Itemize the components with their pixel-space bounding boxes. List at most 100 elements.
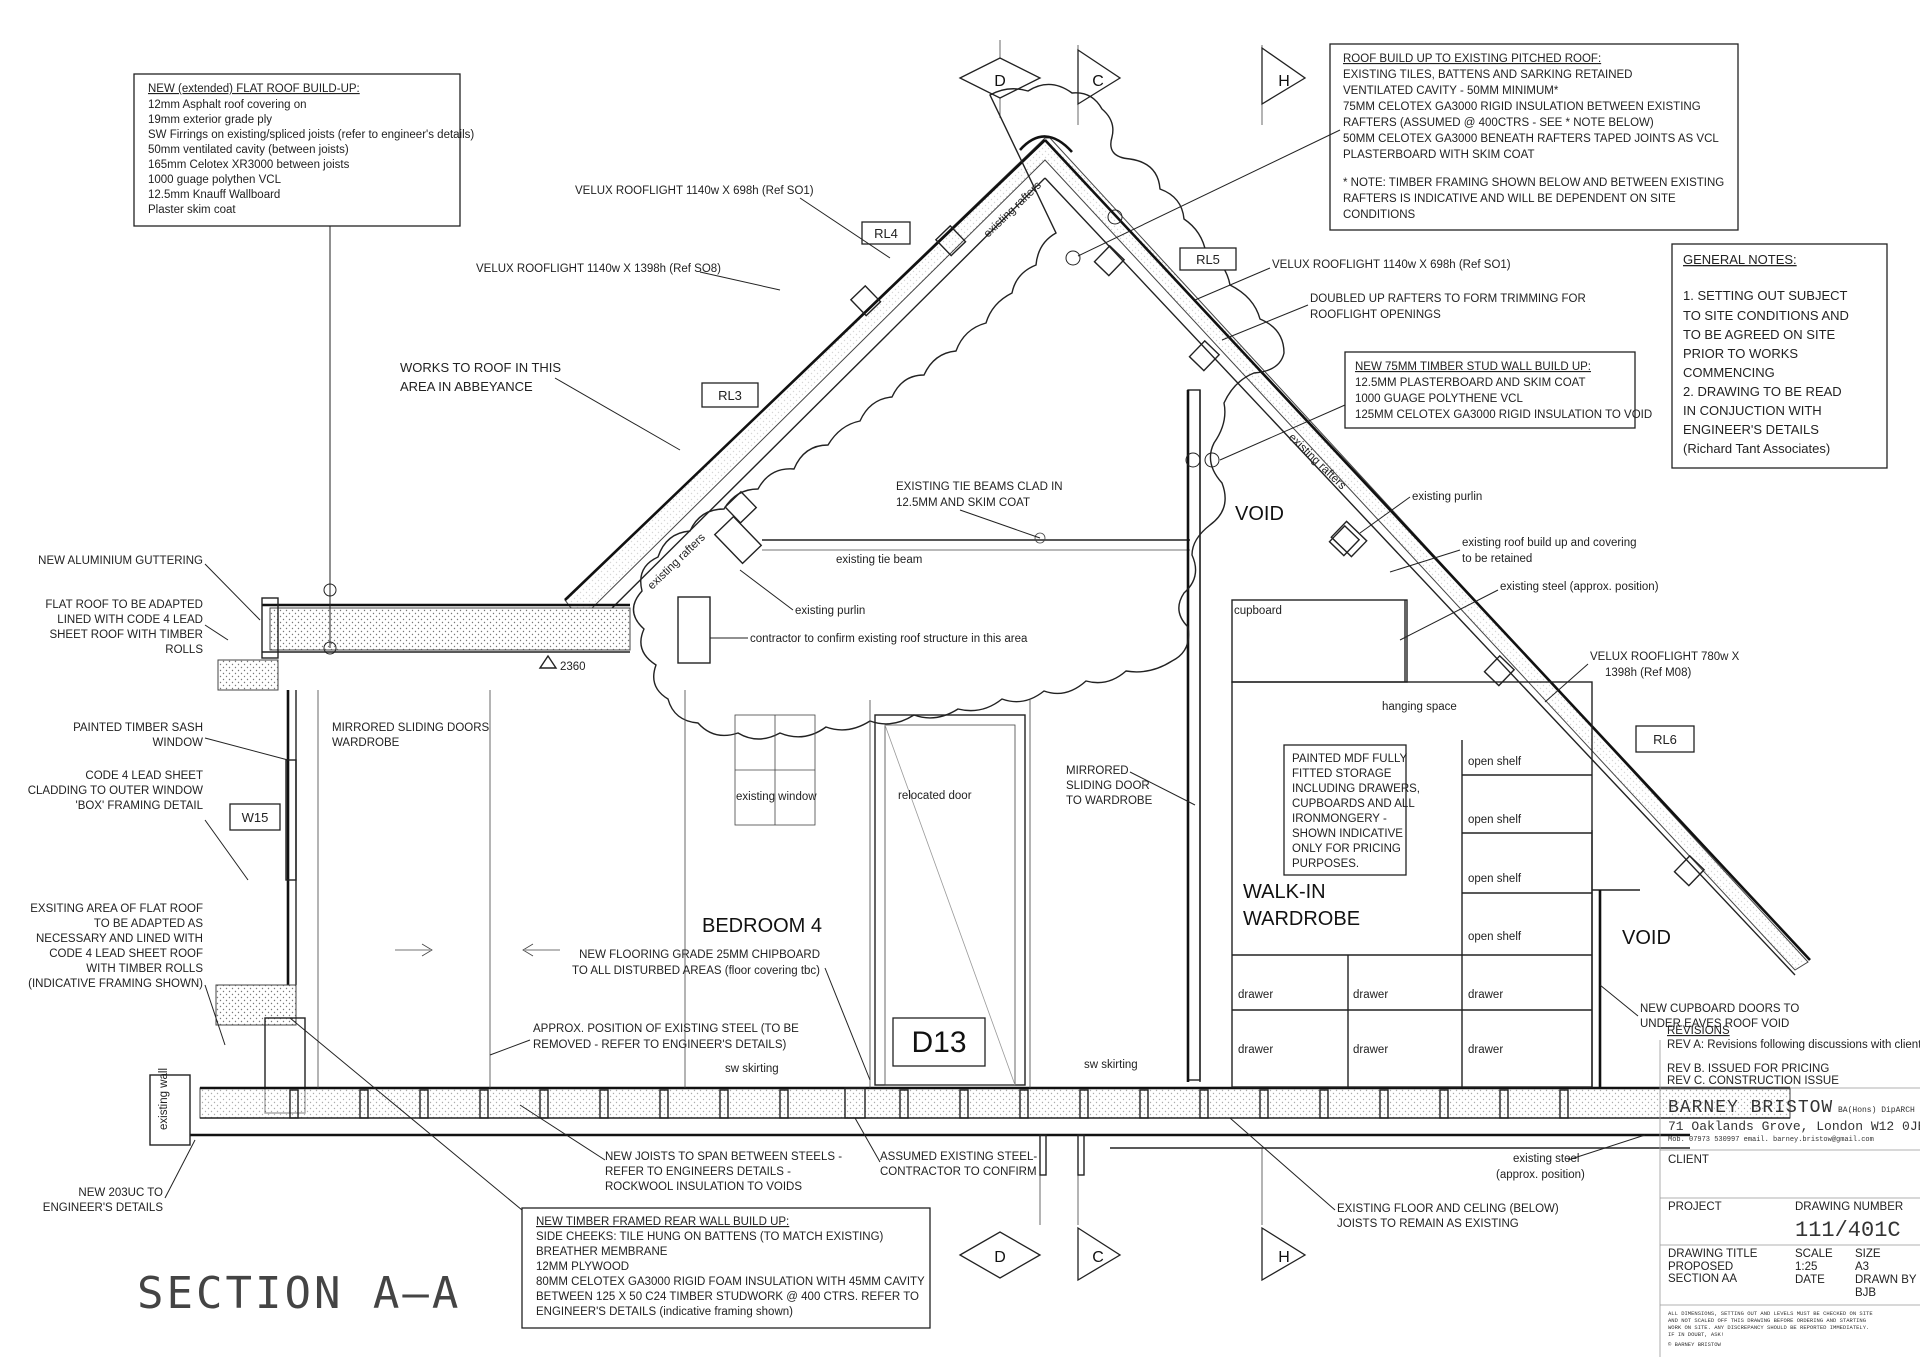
section-marker-h-bottom: H: [1261, 1148, 1307, 1282]
svg-text:© BARNEY BRISTOW: © BARNEY BRISTOW: [1668, 1341, 1722, 1348]
svg-text:contractor to confirm existing: contractor to confirm existing roof stru…: [750, 633, 1028, 645]
svg-text:VENTILATED CAVITY - 50MM MINIM: VENTILATED CAVITY - 50MM MINIMUM*: [1343, 85, 1559, 97]
svg-text:REV B. ISSUED FOR PRICING: REV B. ISSUED FOR PRICING: [1667, 1063, 1829, 1075]
svg-text:DATE: DATE: [1795, 1274, 1825, 1286]
svg-text:ROOFLIGHT OPENINGS: ROOFLIGHT OPENINGS: [1310, 309, 1441, 321]
svg-text:BA(Hons) DipARCH: BA(Hons) DipARCH: [1838, 1106, 1915, 1115]
svg-text:MIRRORED SLIDING DOORS: MIRRORED SLIDING DOORS: [332, 722, 490, 734]
svg-text:Plaster skim coat: Plaster skim coat: [148, 204, 236, 216]
svg-text:RL6: RL6: [1653, 732, 1677, 747]
svg-text:EXISTING TILES, BATTENS AND SA: EXISTING TILES, BATTENS AND SARKING RETA…: [1343, 69, 1632, 81]
svg-text:D: D: [994, 73, 1006, 90]
svg-text:existing purlin: existing purlin: [1412, 491, 1482, 503]
svg-text:open shelf: open shelf: [1468, 756, 1522, 768]
svg-text:sw skirting: sw skirting: [1084, 1059, 1138, 1071]
flat-roof: [217, 597, 631, 691]
svg-text:WORK ON SITE. ANY DISCREPANCY: WORK ON SITE. ANY DISCREPANCY SHOULD BE …: [1668, 1324, 1869, 1331]
svg-text:RL4: RL4: [874, 226, 898, 241]
svg-text:12.5MM PLASTERBOARD AND SKIM C: 12.5MM PLASTERBOARD AND SKIM COAT: [1355, 377, 1585, 389]
svg-text:(INDICATIVE FRAMING SHOWN): (INDICATIVE FRAMING SHOWN): [28, 978, 203, 990]
svg-text:NEW FLOORING GRADE 25MM CHIPBO: NEW FLOORING GRADE 25MM CHIPBOARD: [579, 949, 820, 961]
svg-text:SW Firrings on existing/splice: SW Firrings on existing/spliced joists (…: [148, 129, 474, 141]
svg-text:NEW 75MM TIMBER STUD WALL BUIL: NEW 75MM TIMBER STUD WALL BUILD UP:: [1355, 361, 1591, 373]
svg-text:TO BE ADAPTED AS: TO BE ADAPTED AS: [94, 918, 203, 930]
svg-text:GENERAL NOTES:: GENERAL NOTES:: [1683, 252, 1797, 267]
svg-text:existing window: existing window: [736, 791, 817, 803]
svg-text:open shelf: open shelf: [1468, 873, 1522, 885]
svg-text:71 Oaklands Grove, London W12: 71 Oaklands Grove, London W12 0JE: [1668, 1119, 1920, 1134]
section-marker-h-top: H: [1261, 45, 1307, 125]
svg-text:W15: W15: [242, 810, 269, 825]
svg-text:H: H: [1278, 1249, 1290, 1266]
svg-text:ROCKWOOL INSULATION TO VOIDS: ROCKWOOL INSULATION TO VOIDS: [605, 1181, 802, 1193]
svg-text:ENGINEER'S DETAILS: ENGINEER'S DETAILS: [43, 1202, 164, 1214]
svg-text:PAINTED MDF FULLY: PAINTED MDF FULLY: [1292, 753, 1408, 765]
svg-text:PROPOSED: PROPOSED: [1668, 1261, 1733, 1273]
svg-text:2. DRAWING TO BE READ: 2. DRAWING TO BE READ: [1683, 384, 1842, 399]
svg-text:NEW (extended) FLAT ROOF BUILD: NEW (extended) FLAT ROOF BUILD-UP:: [148, 83, 360, 95]
svg-text:REV A: Revisions following di: REV A: Revisions following discussions w…: [1667, 1039, 1920, 1051]
svg-text:TO ALL DISTURBED AREAS (floor: TO ALL DISTURBED AREAS (floor covering t…: [572, 965, 820, 977]
svg-text:existing steel: existing steel: [1513, 1153, 1579, 1165]
svg-text:IF IN DOUBT, ASK!: IF IN DOUBT, ASK!: [1668, 1331, 1724, 1338]
svg-text:CONTRACTOR TO CONFIRM: CONTRACTOR TO CONFIRM: [880, 1166, 1037, 1178]
svg-text:NEW CUPBOARD DOORS TO: NEW CUPBOARD DOORS TO: [1640, 1003, 1799, 1015]
svg-text:PAINTED TIMBER SASH: PAINTED TIMBER SASH: [73, 722, 203, 734]
svg-text:ENGINEER'S DETAILS: ENGINEER'S DETAILS: [1683, 422, 1819, 437]
svg-text:FITTED STORAGE: FITTED STORAGE: [1292, 768, 1392, 780]
svg-text:50mm ventilated cavity (betwee: 50mm ventilated cavity (between joists): [148, 144, 349, 156]
svg-text:CLIENT: CLIENT: [1668, 1154, 1709, 1166]
floor-joists: [289, 1087, 1569, 1119]
svg-text:COMMENCING: COMMENCING: [1683, 365, 1775, 380]
tag-w15: W15: [229, 803, 281, 831]
svg-text:CODE 4 LEAD SHEET: CODE 4 LEAD SHEET: [85, 770, 203, 782]
tag-rl6: RL6: [1635, 725, 1695, 753]
svg-text:open shelf: open shelf: [1468, 931, 1522, 943]
svg-text:12.5MM AND SKIM COAT: 12.5MM AND SKIM COAT: [896, 497, 1030, 509]
svg-text:VELUX ROOFLIGHT 1140w X 1398h: VELUX ROOFLIGHT 1140w X 1398h (Ref SO8): [476, 263, 721, 275]
svg-text:NEW JOISTS TO SPAN BETWEEN STE: NEW JOISTS TO SPAN BETWEEN STEELS -: [605, 1151, 842, 1163]
svg-text:DRAWING NUMBER: DRAWING NUMBER: [1795, 1201, 1903, 1213]
svg-text:50MM CELOTEX GA3000 BENEATH RA: 50MM CELOTEX GA3000 BENEATH RAFTERS TAPE…: [1343, 133, 1719, 145]
svg-text:relocated door: relocated door: [898, 790, 972, 802]
svg-text:165mm Celotex XR3000 between j: 165mm Celotex XR3000 between joists: [148, 159, 350, 171]
note-storage: PAINTED MDF FULLY FITTED STORAGE INCLUDI…: [1283, 744, 1420, 876]
svg-text:A3: A3: [1855, 1261, 1869, 1273]
svg-text:sw skirting: sw skirting: [725, 1063, 779, 1075]
svg-text:RL3: RL3: [718, 388, 742, 403]
svg-text:drawer: drawer: [1353, 1044, 1388, 1056]
svg-text:ENGINEER'S DETAILS (indicative: ENGINEER'S DETAILS (indicative framing s…: [536, 1306, 793, 1318]
tag-rl4: RL4: [861, 221, 911, 245]
svg-text:LINED WITH CODE 4 LEAD: LINED WITH CODE 4 LEAD: [57, 614, 203, 626]
note-flat-roof: NEW (extended) FLAT ROOF BUILD-UP: 12mm …: [133, 73, 474, 655]
svg-text:RAFTERS (ASSUMED @ 400CTRS - S: RAFTERS (ASSUMED @ 400CTRS - SEE * NOTE …: [1343, 117, 1654, 129]
svg-text:TO SITE CONDITIONS AND: TO SITE CONDITIONS AND: [1683, 308, 1849, 323]
svg-text:TO WARDROBE: TO WARDROBE: [1066, 795, 1153, 807]
svg-text:hanging space: hanging space: [1382, 701, 1457, 713]
svg-text:REV C. CONSTRUCTION ISSUE: REV C. CONSTRUCTION ISSUE: [1667, 1075, 1839, 1087]
svg-text:SIZE: SIZE: [1855, 1248, 1881, 1260]
svg-text:CONDITIONS: CONDITIONS: [1343, 209, 1416, 221]
room-void-lower: VOID: [1622, 927, 1671, 949]
svg-text:80MM CELOTEX GA3000 RIGID FOAM: 80MM CELOTEX GA3000 RIGID FOAM INSULATIO…: [536, 1276, 925, 1288]
svg-text:* NOTE: TIMBER FRAMING SHOWN B: * NOTE: TIMBER FRAMING SHOWN BELOW AND B…: [1343, 177, 1724, 189]
svg-text:INCLUDING DRAWERS,: INCLUDING DRAWERS,: [1292, 783, 1420, 795]
svg-text:CLADDING TO OUTER WINDOW: CLADDING TO OUTER WINDOW: [28, 785, 203, 797]
svg-text:AND NOT SCALED OFF THIS DRAWIN: AND NOT SCALED OFF THIS DRAWING BEFORE O…: [1668, 1317, 1866, 1324]
svg-text:PURPOSES.: PURPOSES.: [1292, 858, 1359, 870]
svg-text:EXISTING FLOOR AND CELING (BEL: EXISTING FLOOR AND CELING (BELOW): [1337, 1203, 1559, 1215]
note-rear-wall: NEW TIMBER FRAMED REAR WALL BUILD UP: SI…: [289, 1017, 931, 1329]
title-block: REVISIONS REV A: Revisions following dis…: [1659, 1025, 1920, 1357]
tag-d13: D13: [892, 1017, 986, 1067]
svg-text:REFER TO ENGINEERS DETAILS -: REFER TO ENGINEERS DETAILS -: [605, 1166, 791, 1178]
svg-text:existing wall: existing wall: [158, 1068, 170, 1130]
svg-text:125MM CELOTEX GA3000 RIGID INS: 125MM CELOTEX GA3000 RIGID INSULATION TO…: [1355, 409, 1652, 421]
note-pitched-roof: ROOF BUILD UP TO EXISTING PITCHED ROOF: …: [1065, 43, 1739, 266]
svg-text:Mob. 07973 530997 email. barn: Mob. 07973 530997 email. barney.bristow@…: [1668, 1136, 1874, 1144]
svg-text:RAFTERS IS INDICATIVE AND WILL: RAFTERS IS INDICATIVE AND WILL BE DEPEND…: [1343, 193, 1676, 205]
svg-text:REVISIONS: REVISIONS: [1667, 1025, 1730, 1037]
svg-text:cupboard: cupboard: [1234, 605, 1282, 617]
svg-text:drawer: drawer: [1353, 989, 1388, 1001]
room-walk-in-wardrobe-line2: WARDROBE: [1243, 908, 1360, 930]
svg-text:ROOF BUILD UP TO EXISTING PITC: ROOF BUILD UP TO EXISTING PITCHED ROOF:: [1343, 53, 1601, 65]
